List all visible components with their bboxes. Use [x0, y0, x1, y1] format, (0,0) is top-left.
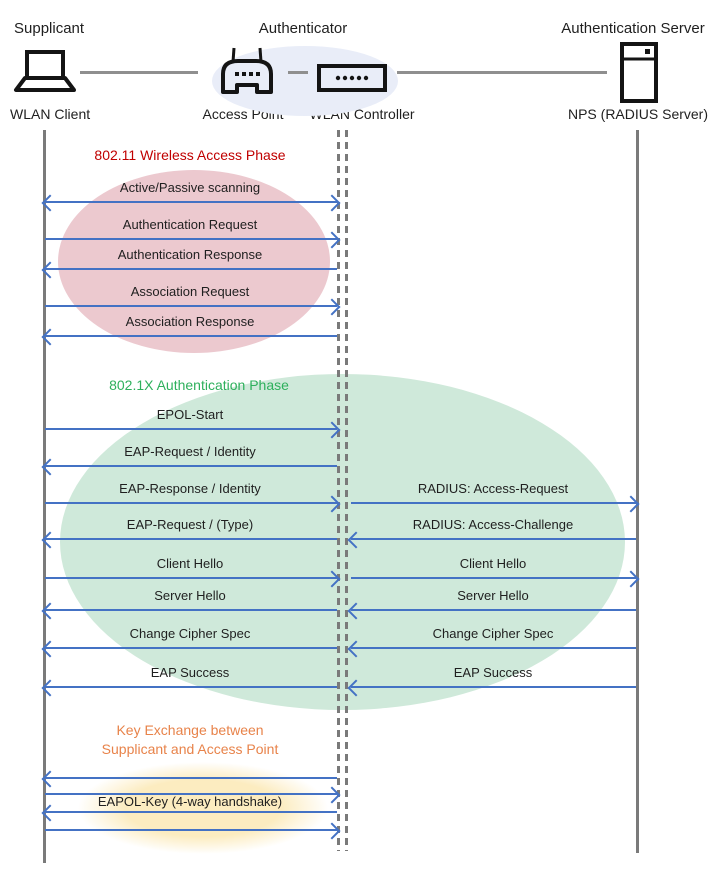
- lifeline-wlan-controller: [345, 130, 348, 851]
- connector-line: [288, 71, 308, 74]
- message-label: EAPOL-Key (4-way handshake): [97, 794, 283, 809]
- message-arrow: [45, 465, 337, 467]
- lifeline-radius-server: [636, 130, 639, 853]
- message-label: Association Request: [130, 284, 250, 299]
- message-label: Server Hello: [457, 588, 529, 603]
- message-label: Authentication Response: [117, 247, 263, 262]
- message-label: EAP-Request / Identity: [124, 444, 256, 459]
- access-point-icon: [221, 47, 273, 94]
- message-label: EAP-Request / (Type): [126, 517, 254, 532]
- message-label: Change Cipher Spec: [129, 626, 251, 641]
- phase3-title-line1: Key Exchange between: [116, 722, 264, 738]
- dot1x-authentication-phase-ellipse: [60, 374, 625, 710]
- message-label: EAP Success: [453, 665, 533, 680]
- message-label: Client Hello: [459, 556, 527, 571]
- phase2-title: 802.1X Authentication Phase: [109, 377, 289, 393]
- message-label: Authentication Request: [122, 217, 258, 232]
- message-arrow: [45, 201, 337, 203]
- laptop-icon: [14, 50, 76, 92]
- server-icon: [620, 42, 658, 103]
- message-arrow: [45, 428, 337, 430]
- role-label-authentication-server: Authentication Server: [561, 20, 705, 37]
- phase1-title: 802.11 Wireless Access Phase: [94, 147, 286, 163]
- message-arrow: [45, 609, 337, 611]
- wlan-controller-icon: [317, 64, 387, 92]
- message-arrow: [45, 305, 337, 307]
- message-arrow: [45, 268, 337, 270]
- role-label-supplicant: Supplicant: [14, 20, 85, 37]
- message-arrow: [45, 577, 337, 579]
- lifeline-access-point: [337, 130, 340, 851]
- message-label: EPOL-Start: [156, 407, 224, 422]
- connector-line: [80, 71, 198, 74]
- message-arrow: [351, 686, 636, 688]
- message-arrow: [45, 686, 337, 688]
- message-label: Client Hello: [156, 556, 224, 571]
- message-arrow: [45, 647, 337, 649]
- message-arrow: [45, 777, 337, 779]
- device-label-wlan-client: WLAN Client: [10, 106, 91, 122]
- message-label: Association Response: [125, 314, 255, 329]
- message-label: Server Hello: [154, 588, 226, 603]
- role-label-authenticator: Authenticator: [258, 20, 348, 37]
- message-arrow: [351, 538, 636, 540]
- message-arrow: [351, 577, 636, 579]
- message-arrow: [351, 609, 636, 611]
- message-label: EAP-Response / Identity: [119, 481, 261, 496]
- message-arrow: [351, 647, 636, 649]
- message-arrow: [45, 793, 337, 795]
- message-arrow: [351, 502, 636, 504]
- device-label-nps-radius-server: NPS (RADIUS Server): [567, 106, 709, 122]
- message-arrow: [45, 238, 337, 240]
- message-arrow: [45, 502, 337, 504]
- lifeline-wlan-client: [43, 130, 46, 863]
- message-arrow: [45, 829, 337, 831]
- authenticator-halo-ellipse: [212, 46, 398, 116]
- message-arrow: [45, 538, 337, 540]
- message-label: RADIUS: Access-Challenge: [412, 517, 574, 532]
- message-label: RADIUS: Access-Request: [417, 481, 569, 496]
- message-arrow: [45, 811, 337, 813]
- phase3-title-line2: Supplicant and Access Point: [101, 741, 279, 757]
- connector-line: [397, 71, 607, 74]
- message-label: Change Cipher Spec: [432, 626, 554, 641]
- message-label: Active/Passive scanning: [119, 180, 261, 195]
- message-arrow: [45, 335, 337, 337]
- message-label: EAP Success: [150, 665, 230, 680]
